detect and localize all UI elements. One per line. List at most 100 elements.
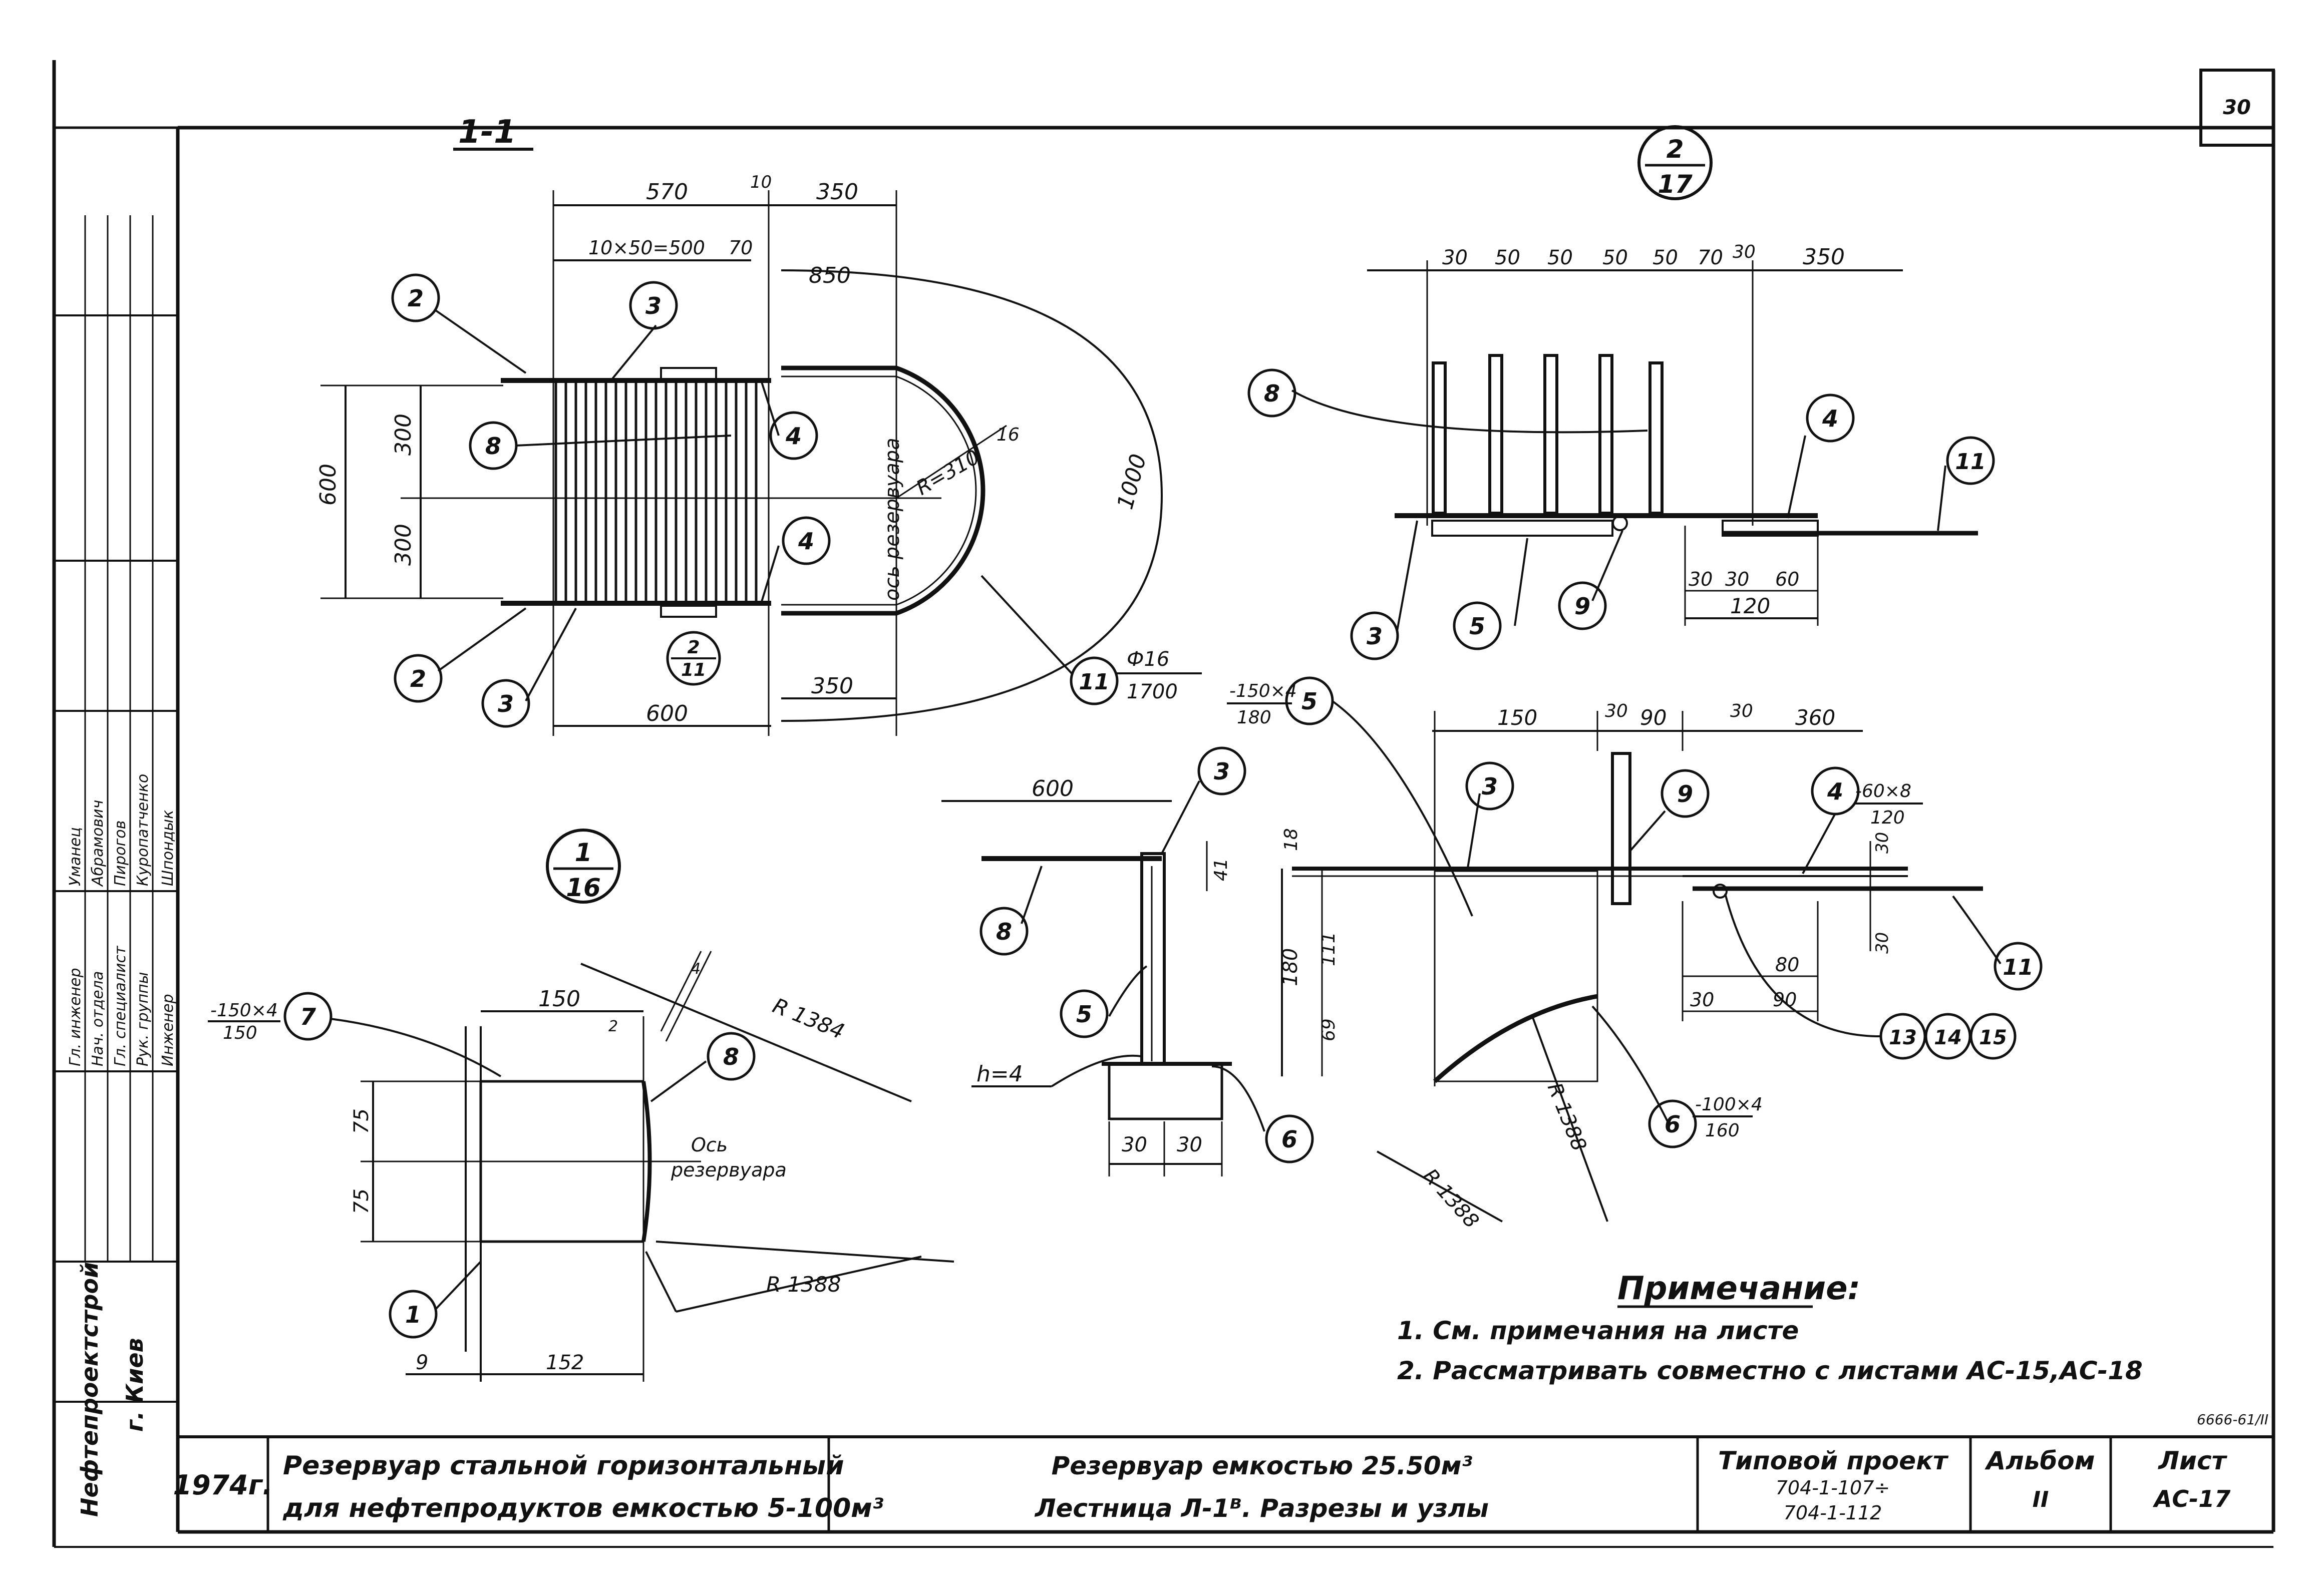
- ref-2-11-num: 2: [687, 637, 700, 658]
- rn-dim-90: 90: [1640, 705, 1667, 730]
- axis-text: ось резервуара: [881, 438, 904, 601]
- n116-dim-75b: 75: [350, 1188, 373, 1214]
- ls-marker-3: 3: [1197, 746, 1246, 795]
- rn-dim-18: 18: [1281, 828, 1301, 851]
- stamp-name-2: Абрамович: [89, 800, 107, 887]
- svg-text:1: 1: [405, 1301, 421, 1328]
- rn-dim-r30b: 30: [1872, 932, 1892, 954]
- marker-4-top: 4: [769, 411, 818, 460]
- n116-dim-9: 9: [416, 1351, 428, 1374]
- tb-year: 1974г.: [173, 1469, 272, 1501]
- svg-text:6: 6: [1281, 1126, 1297, 1153]
- n116-callout-7-num: -150×4: [210, 1000, 278, 1021]
- marker-4-bottom: 4: [782, 516, 831, 565]
- tread-rungs: [554, 383, 758, 601]
- ls-marker-5: 5: [1060, 989, 1109, 1038]
- n217-marker-5: 5: [1453, 601, 1502, 650]
- view-node-2-17: 2 17 30 50 50 50 50 70 30 350 30: [1247, 125, 1995, 660]
- n116-marker-7: 7: [283, 992, 333, 1041]
- marker-3-top: 3: [629, 281, 678, 330]
- n116-dim-150: 150: [538, 986, 580, 1012]
- n116-dim-152: 152: [546, 1351, 584, 1374]
- stamp-role-2: Нач. отдела: [89, 971, 107, 1066]
- svg-text:8: 8: [723, 1043, 739, 1070]
- tb-drawing-line-2: Лестница Л-1ᴮ. Разрезы и узлы: [1034, 1494, 1489, 1523]
- svg-text:3: 3: [645, 292, 662, 319]
- n217-b-3: 60: [1775, 568, 1799, 590]
- rn-dim-r90: 90: [1773, 989, 1797, 1011]
- stamp-name-1: Уманец: [67, 827, 84, 886]
- svg-text:4: 4: [785, 423, 802, 450]
- rn-marker-14: 14: [1924, 1013, 1971, 1060]
- dim-300-b: 300: [391, 524, 416, 566]
- tb-drawing-line-1: Резервуар емкостью 25.50м³: [1052, 1451, 1473, 1480]
- rn-dim-80: 80: [1775, 954, 1799, 976]
- rn-marker-11: 11: [1994, 942, 2043, 991]
- svg-text:14: 14: [1934, 1026, 1962, 1049]
- ref-2-11-den: 11: [681, 660, 706, 680]
- rn-dim-360: 360: [1795, 705, 1835, 730]
- rn-marker-5: 5: [1285, 676, 1334, 725]
- svg-text:3: 3: [498, 690, 514, 717]
- tb-project-label: Типовой проект: [1718, 1446, 1949, 1475]
- n116-marker-8: 8: [707, 1032, 756, 1081]
- side-stamp: Гл. инженер Уманец Нач. отдела Абрамович…: [54, 126, 178, 1517]
- stamp-role-5: Инженер: [159, 994, 177, 1066]
- sheet-frame: [52, 60, 2275, 1548]
- ls-marker-8: 8: [979, 907, 1029, 956]
- n217-marker-3: 3: [1350, 611, 1399, 660]
- dim-600-left: 600: [315, 464, 341, 506]
- svg-text:5: 5: [1076, 1001, 1092, 1028]
- tb-object-line-1: Резервуар стальной горизонтальный: [283, 1451, 844, 1481]
- svg-text:11: 11: [1955, 449, 1986, 475]
- rn-dim-69: 69: [1319, 1018, 1339, 1041]
- notes-line-1: 1. См. примечания на листе: [1397, 1316, 1799, 1345]
- ls-dim-30b: 30: [1177, 1133, 1202, 1156]
- rn-dim-r30c: 30: [1690, 989, 1714, 1011]
- callout-11-den: 1700: [1127, 680, 1178, 703]
- n116-dim-75a: 75: [350, 1108, 373, 1134]
- svg-text:3: 3: [1214, 758, 1230, 785]
- dim-10: 10: [750, 172, 772, 192]
- rn-dim-111: 111: [1319, 932, 1339, 966]
- svg-text:8: 8: [996, 918, 1012, 945]
- stamp-org: Нефтепроектстрой: [76, 1262, 103, 1517]
- marker-8: 8: [469, 421, 518, 470]
- dim-70: 70: [729, 237, 753, 259]
- svg-text:3: 3: [1367, 623, 1383, 650]
- marker-2-bottom: 2: [394, 654, 443, 703]
- rn-marker-6: 6: [1648, 1099, 1697, 1148]
- n217-marker-11: 11: [1946, 436, 1995, 485]
- rn-callout-6-num: -100×4: [1695, 1094, 1763, 1115]
- dim-350-bottom: 350: [811, 673, 853, 699]
- rn-dim-180: 180: [1279, 948, 1302, 986]
- node-1-16-den: 16: [566, 873, 601, 902]
- stamp-role-4: Рук. группы: [134, 972, 152, 1066]
- marker-2-top: 2: [391, 273, 440, 322]
- n217-marker-8: 8: [1247, 368, 1296, 418]
- rn-dim-150: 150: [1497, 705, 1537, 730]
- n116-marker-1: 1: [389, 1290, 438, 1339]
- svg-text:8: 8: [1264, 380, 1280, 407]
- stamp-city: г. Киев: [121, 1338, 148, 1432]
- n217-b-2: 30: [1725, 568, 1749, 590]
- svg-text:3: 3: [1482, 773, 1498, 800]
- dim-300-a: 300: [391, 414, 416, 456]
- n217-dim-8: 350: [1803, 244, 1845, 270]
- tb-sheet-label: Лист: [2157, 1446, 2227, 1475]
- tb-project-line-1: 704-1-107÷: [1776, 1477, 1890, 1499]
- n217-b-1: 30: [1689, 568, 1713, 590]
- view-right-node: 150 30 90 30 360 -150×4 180 18 180 111 6…: [1227, 676, 2043, 1233]
- view-section-1-1: 1-1 570 10 350 10×50=500 70 850 600 300 …: [315, 114, 1202, 736]
- n217-marker-4: 4: [1806, 393, 1855, 443]
- n217-dim-7: 30: [1733, 242, 1756, 262]
- rn-marker-9: 9: [1661, 769, 1710, 818]
- sheet-number-box: 30: [2199, 69, 2275, 147]
- svg-text:5: 5: [1469, 613, 1485, 640]
- rn-callout-4-num: -60×8: [1855, 781, 1911, 802]
- dim-850: 850: [809, 263, 851, 288]
- node-2-17-den: 17: [1658, 170, 1693, 199]
- n116-radius-1388: R 1388: [766, 1272, 841, 1297]
- svg-text:2: 2: [408, 285, 424, 312]
